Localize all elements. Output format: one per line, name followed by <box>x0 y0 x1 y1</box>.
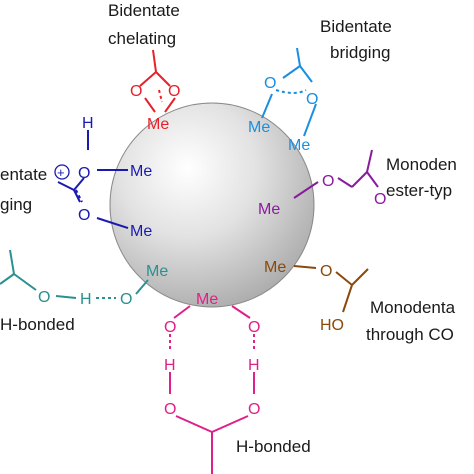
label-monodentate-co-2: through CO <box>366 325 454 344</box>
left-me-top: Me <box>130 163 152 180</box>
monodentate-co-group <box>293 265 369 313</box>
hbond-left-o-carboxyl: O <box>38 289 50 306</box>
hbond-bottom-o-left: O <box>164 319 176 336</box>
label-bidentate-chelating-2: chelating <box>108 29 176 48</box>
h-bonded-left-group <box>0 249 149 299</box>
chelating-o-right: O <box>168 83 180 100</box>
ester-me: Me <box>258 201 280 218</box>
hbond-left-me: Me <box>146 263 168 280</box>
hbond-bottom-o-right: O <box>248 319 260 336</box>
ester-o-bridge: O <box>322 173 334 190</box>
hbond-left-o-surface: O <box>120 291 132 308</box>
label-bidentate-bridging-2: bridging <box>330 43 391 62</box>
left-o-bottom: O <box>78 207 90 224</box>
co-o: O <box>320 263 332 280</box>
co-me: Me <box>264 259 286 276</box>
bridging-o-left: O <box>264 75 276 92</box>
bidentate-bridging-group <box>261 47 317 137</box>
left-h: H <box>82 115 94 132</box>
bridging-me-left: Me <box>248 119 270 136</box>
chelating-o-left: O <box>130 83 142 100</box>
left-o-top: O <box>78 165 90 182</box>
h-bonded-bottom-group <box>169 305 255 474</box>
label-monodentate-ester-2: ester-typ <box>386 181 452 200</box>
label-bidentate-bridging-1: Bidentate <box>320 17 392 36</box>
metal-oxide-sphere <box>109 102 315 308</box>
hbond-bottom-h-right: H <box>248 357 260 374</box>
hbond-bottom-me: Me <box>196 291 218 308</box>
label-h-bonded-left: H-bonded <box>0 315 75 334</box>
hbond-bottom-h-left: H <box>164 357 176 374</box>
monodentate-ester-group <box>293 149 379 199</box>
hbond-bottom-o-carboxyl-left: O <box>164 401 176 418</box>
label-monodentate-co-1: Monodenta <box>370 298 456 317</box>
plus-charge-icon <box>54 164 70 180</box>
hbond-bottom-o-carboxyl-right: O <box>248 401 260 418</box>
label-h-bonded-bottom: H-bonded <box>236 437 311 456</box>
bridging-me-right: Me <box>288 137 310 154</box>
bidentate-chelating-group <box>139 49 176 113</box>
left-bridging-group <box>57 130 129 229</box>
co-ho: HO <box>320 317 344 334</box>
chelating-me: Me <box>147 116 169 133</box>
label-monodentate-ester-1: Monoden <box>386 155 457 174</box>
bridging-o-right: O <box>306 91 318 108</box>
label-left-bridging-2: ging <box>0 195 32 214</box>
left-me-bottom: Me <box>130 223 152 240</box>
label-left-bridging-1: entate <box>0 165 47 184</box>
hbond-left-h: H <box>80 291 92 308</box>
label-bidentate-chelating-1: Bidentate <box>108 1 180 20</box>
plus-charge-symbol: + <box>57 165 65 180</box>
ester-o-carbonyl: O <box>374 191 386 208</box>
